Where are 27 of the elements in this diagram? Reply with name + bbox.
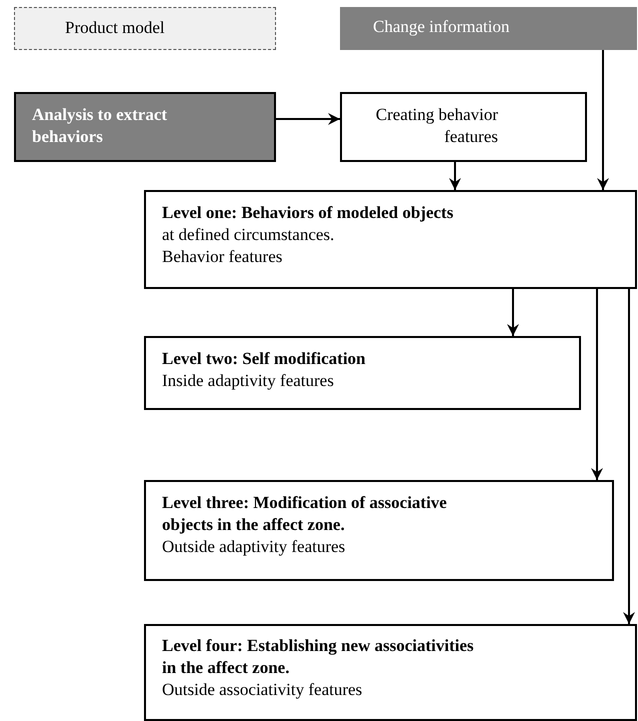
- level-description: Outside adaptivity features: [162, 536, 346, 558]
- arrow: [597, 50, 609, 190]
- level-box: [144, 336, 581, 410]
- arrow: [449, 162, 461, 190]
- level-description: Behavior features: [162, 246, 284, 268]
- level-box: [144, 190, 637, 289]
- level-heading: Level three: Modification of associative objects in the affect zone.: [162, 492, 448, 536]
- box-label: Change information: [373, 16, 510, 38]
- arrow: [276, 113, 340, 125]
- box-label: Creating behavior features: [374, 104, 498, 148]
- level-description: Inside adaptivity features: [162, 370, 335, 392]
- level-heading: Level one: Behaviors of modeled objects: [162, 202, 454, 224]
- level-description: at defined circumstances.: [162, 224, 336, 246]
- level-box: [144, 480, 614, 581]
- arrow: [507, 289, 519, 336]
- level-description: Outside associativity features: [162, 679, 364, 701]
- input-box: [340, 7, 637, 50]
- box-label: Product model: [65, 17, 166, 39]
- arrow: [623, 289, 635, 624]
- level-box: [144, 624, 637, 721]
- analysis-box: [14, 92, 276, 162]
- model-box: [14, 7, 276, 50]
- arrow: [591, 289, 603, 480]
- process-box: [340, 92, 587, 162]
- level-heading: Level four: Establishing new associativities in the affect zone.: [162, 635, 475, 679]
- level-heading: Level two: Self modification: [162, 348, 366, 370]
- box-label: Analysis to extract behaviors: [32, 104, 168, 148]
